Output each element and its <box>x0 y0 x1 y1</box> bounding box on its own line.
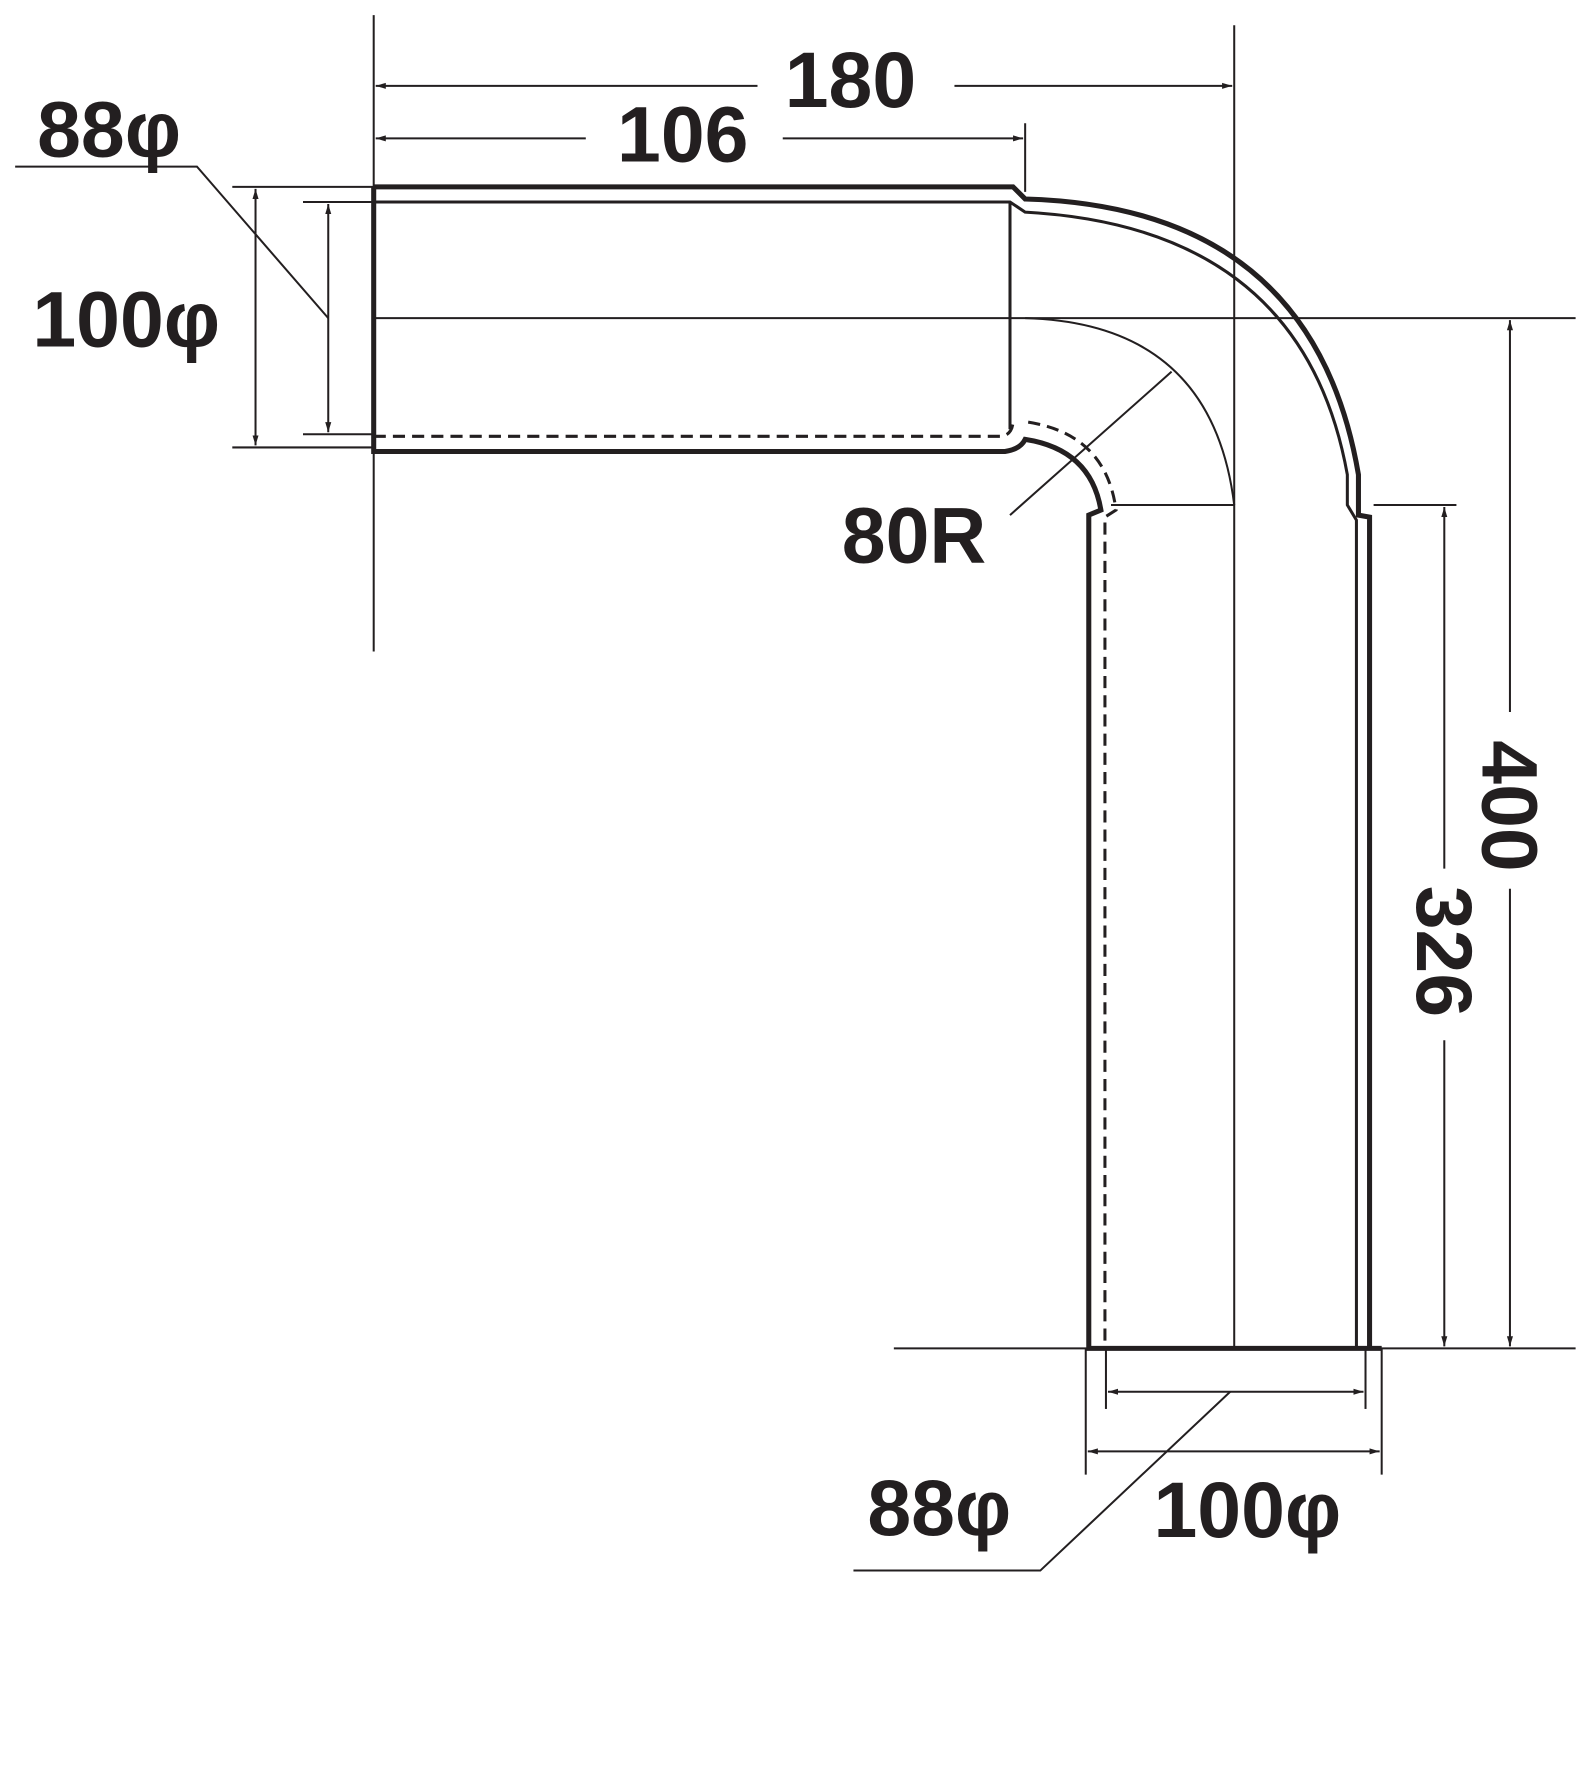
label-top-100: 100φ <box>32 275 220 363</box>
socket-hidden-line-top <box>373 421 1015 438</box>
label-80r: 80R <box>842 492 986 580</box>
pipe-outer-wall <box>373 184 1373 1349</box>
bend-center-arc <box>1025 317 1236 506</box>
pipe-outer-inner-wall <box>373 200 1358 1349</box>
label-top-88: 88φ <box>37 86 181 174</box>
pipe-inner-wall <box>371 186 1382 1351</box>
label-400: 400 <box>1466 740 1554 871</box>
socket-hidden-line-bottom <box>1027 420 1118 1349</box>
label-bottom-88: 88φ <box>867 1464 1011 1552</box>
label-180: 180 <box>785 36 916 124</box>
leader-top-88 <box>15 165 330 319</box>
label-326: 326 <box>1400 886 1488 1017</box>
label-106: 106 <box>617 91 748 179</box>
leader-80r <box>1009 370 1173 516</box>
label-bottom-100: 100φ <box>1153 1466 1341 1554</box>
leader-bottom-88 <box>853 1391 1231 1572</box>
